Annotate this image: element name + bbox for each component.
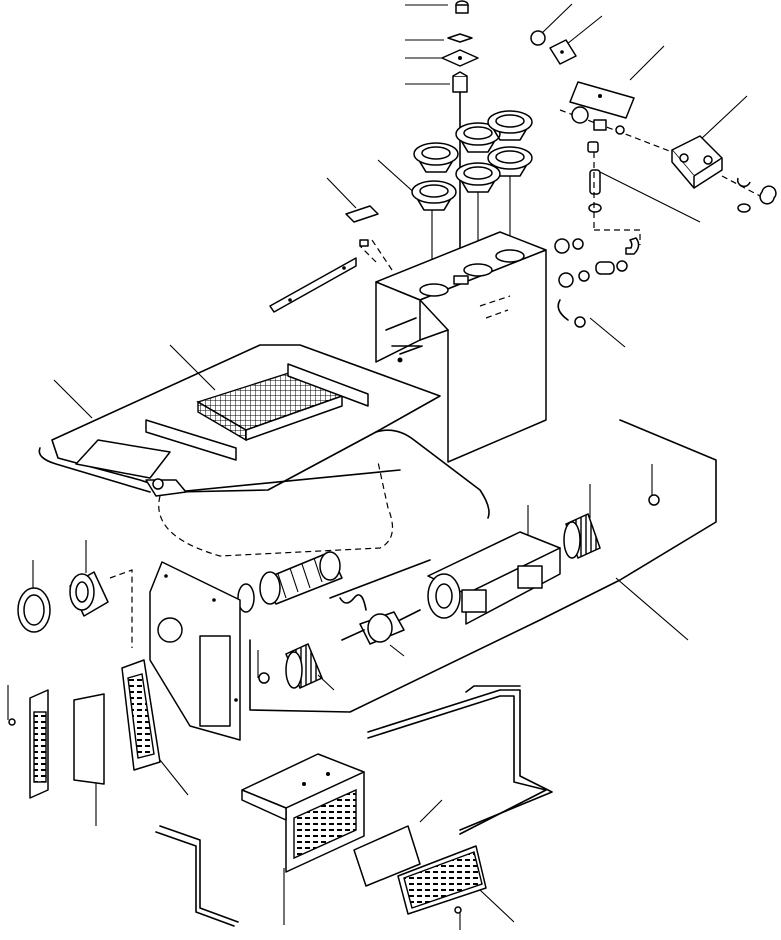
filters [8,659,161,799]
valve-assembly [530,30,777,255]
pipe-fittings [554,238,628,328]
bezel-1 [413,142,459,173]
vent-bezels [411,110,533,290]
top-hardware-stack [441,0,479,291]
bezel-6 [411,180,457,211]
bracket [269,205,379,313]
bezel-3 [487,110,533,141]
heater-core [145,363,369,461]
bottom-cover [241,753,487,915]
duct-hose [237,551,343,613]
outlet-nozzles [17,569,133,648]
bezel-4 [487,146,533,177]
side-cover [149,561,241,741]
leader-lines [7,3,748,930]
blower-assembly [249,419,717,713]
base-duct [38,344,490,557]
hot-water-pipes [155,685,553,927]
heater-housing [359,231,547,463]
bezel-2 [455,122,501,153]
bezel-5 [455,162,501,193]
